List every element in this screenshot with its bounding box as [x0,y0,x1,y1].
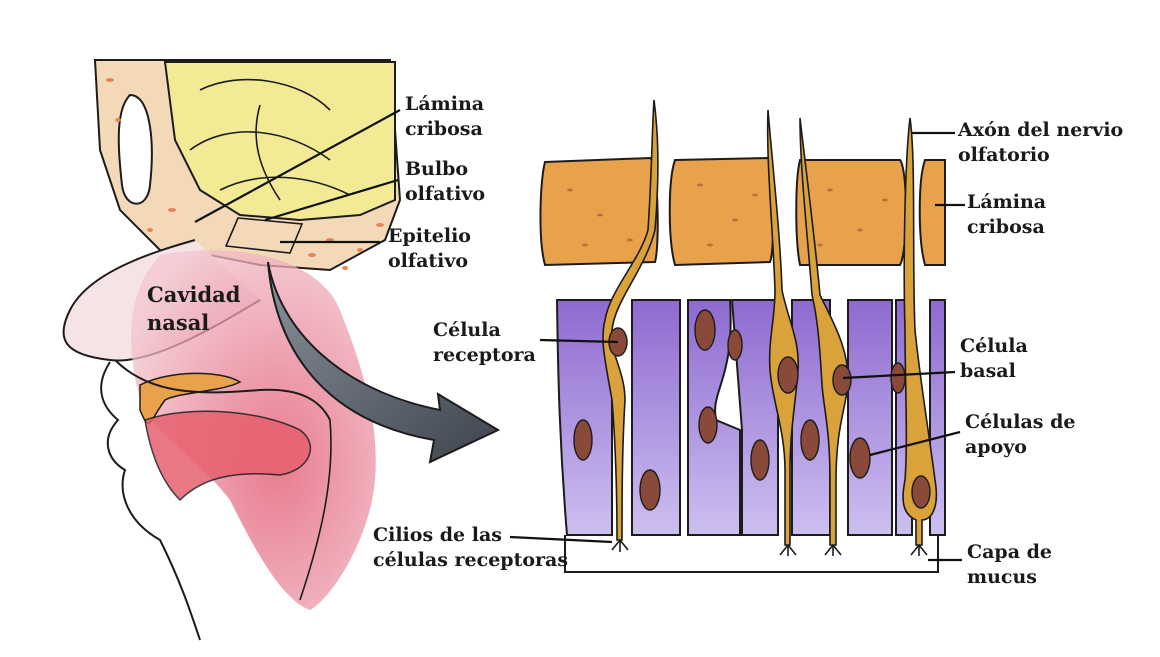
epithelium-detail [510,100,965,572]
lamina-cribosa-blocks [540,158,945,265]
frontal-sinus [119,95,152,204]
cilia [612,540,927,556]
head-section [63,60,400,640]
